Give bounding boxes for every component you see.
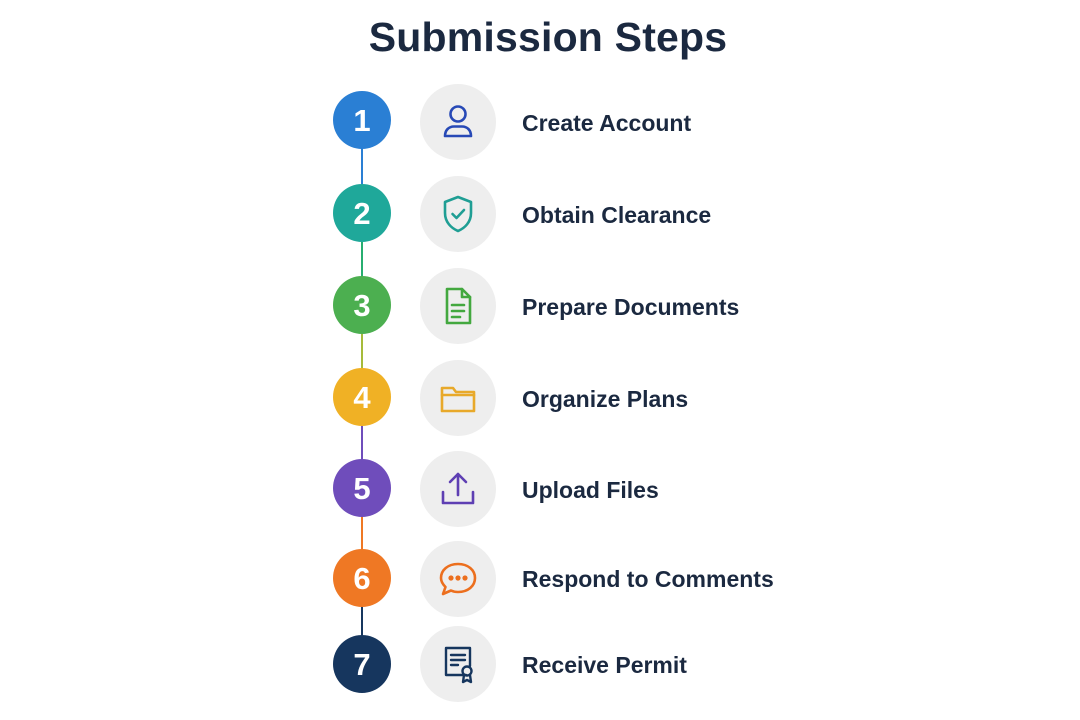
step-label: Obtain Clearance xyxy=(522,202,712,228)
step-label: Upload Files xyxy=(522,477,659,503)
connector-line xyxy=(361,516,363,550)
user-icon xyxy=(443,105,473,138)
step-icon-container xyxy=(420,268,496,344)
certificate-icon xyxy=(444,646,473,684)
step-number-badge: 1 xyxy=(333,91,391,149)
step-label: Prepare Documents xyxy=(522,294,740,320)
step-icon-container xyxy=(420,360,496,436)
folder-icon xyxy=(440,386,476,413)
connector-line xyxy=(361,426,363,460)
shield-check-icon xyxy=(443,195,473,233)
step-number-badge: 4 xyxy=(333,368,391,426)
chat-bubble-icon xyxy=(439,562,477,596)
step-number-badge: 3 xyxy=(333,276,391,334)
page-title: Submission Steps xyxy=(368,14,728,60)
step-number-badge: 7 xyxy=(333,635,391,693)
connector-line xyxy=(361,242,363,278)
step-number-badge: 6 xyxy=(333,549,391,607)
connector-line xyxy=(361,148,363,184)
step-icon-container xyxy=(420,84,496,160)
step-label: Respond to Comments xyxy=(522,566,774,592)
connector-line xyxy=(361,606,363,636)
step-label: Organize Plans xyxy=(522,386,689,412)
step-label: Receive Permit xyxy=(522,652,687,678)
step-icon-container xyxy=(420,451,496,527)
step-label: Create Account xyxy=(522,110,692,136)
document-icon xyxy=(445,287,472,325)
step-number-badge: 5 xyxy=(333,459,391,517)
step-icon-container xyxy=(420,541,496,617)
upload-icon xyxy=(441,472,475,505)
step-number-badge: 2 xyxy=(333,184,391,242)
connector-line xyxy=(361,334,363,370)
step-icon-container xyxy=(420,626,496,702)
step-icon-container xyxy=(420,176,496,252)
